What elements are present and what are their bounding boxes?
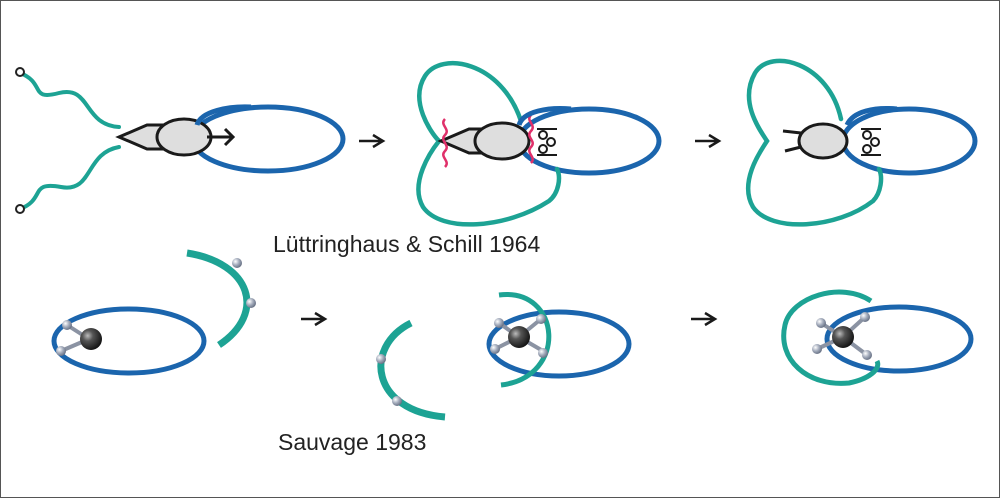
macrocycle-front-arc xyxy=(194,104,252,127)
arrow-bottom-1 xyxy=(301,311,328,327)
bottom-step-2 xyxy=(376,292,632,421)
bottom-step-1 xyxy=(51,249,256,376)
coordination-bonds xyxy=(816,315,869,357)
metal-ion xyxy=(832,326,854,348)
macrocycle-ring xyxy=(486,309,632,379)
ligand-atom xyxy=(494,318,504,328)
cleaved-stub-upper xyxy=(782,129,802,135)
ligand-atom xyxy=(246,298,256,308)
scheme-caption-sauvage: Sauvage 1983 xyxy=(278,429,427,455)
ligand-atom xyxy=(376,354,386,364)
arrow-top-2 xyxy=(695,133,722,149)
scheme-caption-luttringhaus: Lüttringhaus & Schill 1964 xyxy=(273,231,541,257)
cleaved-stub-lower xyxy=(784,145,802,153)
chain-end-upper xyxy=(15,67,25,77)
ligand-atom xyxy=(232,258,242,268)
ligand-atom xyxy=(812,344,822,354)
macrocycle-ring xyxy=(516,106,662,176)
template-core xyxy=(155,117,213,157)
ligand-atom xyxy=(862,350,872,360)
top-step-1 xyxy=(15,67,346,214)
top-step-2 xyxy=(416,61,662,227)
top-step-3 xyxy=(745,58,978,227)
template-linker xyxy=(207,127,236,147)
cleavage-mark-right xyxy=(528,114,534,164)
template-core xyxy=(797,122,849,160)
open-chain-upper xyxy=(18,71,121,129)
open-chain-lower xyxy=(18,145,121,211)
threaded-strand-arc xyxy=(498,292,552,388)
ligand-atom xyxy=(56,346,66,356)
macrocycle-front-arc xyxy=(516,106,572,127)
template-core xyxy=(473,121,531,161)
macrocycle-front-arc xyxy=(844,106,898,127)
closed-strand-ring xyxy=(781,289,881,386)
ligand-atom xyxy=(816,318,826,328)
bottom-scheme xyxy=(51,249,974,421)
macrocycle-ring xyxy=(824,304,974,374)
open-strand-arc xyxy=(186,249,251,348)
cleavage-mark-left xyxy=(442,118,448,168)
interlocked-strand xyxy=(745,58,884,227)
cyclized-strand xyxy=(416,61,562,227)
ligand-atom xyxy=(536,314,546,324)
macrocycle-ring xyxy=(51,306,207,376)
chain-end-lower xyxy=(15,204,25,214)
arrow-bottom-2 xyxy=(691,311,718,327)
metal-ion xyxy=(508,326,530,348)
ligand-atom xyxy=(62,320,72,330)
ether-linkage xyxy=(537,128,557,156)
ether-linkage xyxy=(861,128,881,156)
free-strand-arc xyxy=(377,319,446,421)
ligand-atom xyxy=(490,344,500,354)
coordination-bonds xyxy=(494,317,545,353)
top-scheme xyxy=(15,58,978,227)
ligand-atom xyxy=(392,396,402,406)
bottom-step-3 xyxy=(781,289,974,386)
metal-ion xyxy=(80,328,102,350)
macrocycle-ring xyxy=(840,106,978,176)
macrocycle-ring xyxy=(190,104,346,174)
ligand-atom xyxy=(860,312,870,322)
ligand-atom xyxy=(538,348,548,358)
arrow-top-1 xyxy=(359,133,386,149)
